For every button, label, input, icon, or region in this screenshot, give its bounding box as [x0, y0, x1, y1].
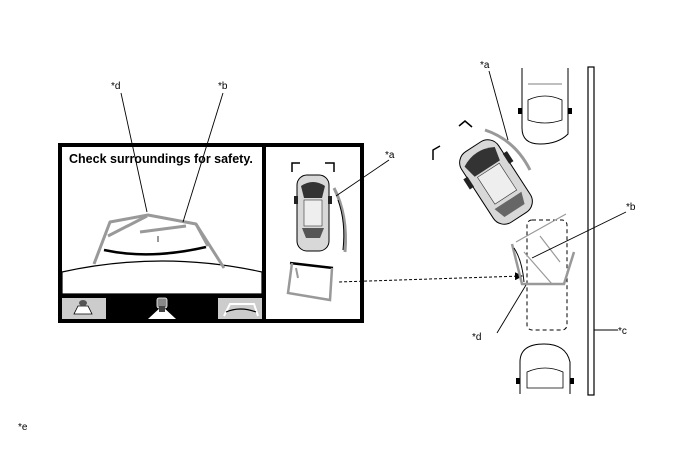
- top-view-car: [294, 174, 332, 252]
- callout-b-scene: *b: [626, 202, 636, 213]
- callout-d-scene: *d: [472, 332, 481, 343]
- top-view-side-guide-inner: [337, 199, 345, 251]
- estimated-course-line: [103, 245, 207, 256]
- rear-camera-view-icon[interactable]: [148, 297, 176, 319]
- top-view-guide-brackets: [291, 162, 335, 172]
- front-sensor-arc: [484, 128, 532, 171]
- callout-e: *e: [18, 422, 28, 433]
- safety-message: Check surroundings for safety.: [69, 152, 253, 166]
- rear-guide-fan: [510, 213, 576, 286]
- callout-a-scene-line: [488, 70, 509, 141]
- correspondence-arrow: [337, 272, 523, 283]
- callout-b-scene-line: [531, 211, 627, 259]
- curb-wall: [587, 66, 595, 396]
- callout-b-screen: *b: [218, 81, 228, 92]
- display-screen: Check surroundings for safety.: [58, 143, 364, 323]
- top-view-course-lines: [286, 261, 334, 302]
- callout-a-screen-line: [335, 159, 390, 197]
- front-bracket-right: [458, 120, 473, 128]
- target-parking-space: [526, 219, 568, 331]
- reversing-car: [459, 139, 533, 225]
- callout-d-screen: *d: [111, 81, 120, 92]
- callout-a-scene: *a: [480, 60, 490, 71]
- camera-guide-lines: [92, 213, 226, 269]
- callout-c-scene: *c: [618, 326, 627, 337]
- sonar-view-icon[interactable]: [62, 298, 106, 319]
- callout-d-screen-line: [120, 92, 148, 213]
- callout-b-screen-line: [182, 92, 224, 223]
- top-view-side-guide: [332, 187, 347, 253]
- callout-d-scene-line: [496, 284, 527, 334]
- callout-a-screen: *a: [385, 150, 395, 161]
- rear-bumper-edge: [61, 260, 263, 295]
- parked-car-front: [518, 68, 572, 145]
- guide-lines-icon[interactable]: [218, 298, 262, 319]
- parking-scene: [432, 66, 595, 396]
- parked-car-rear: [516, 343, 574, 394]
- front-bracket-left: [432, 145, 441, 160]
